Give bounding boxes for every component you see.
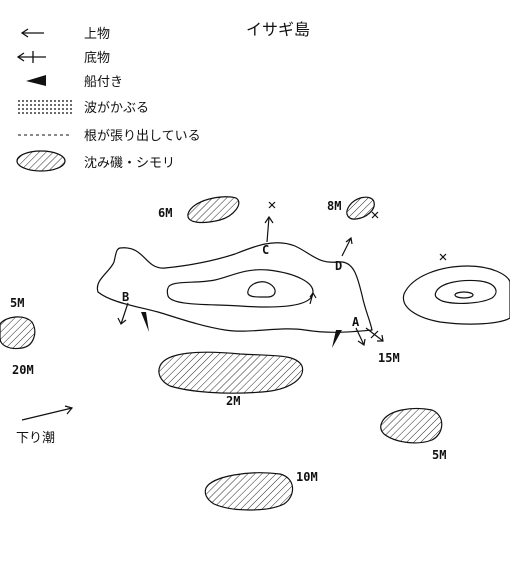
boat-landing-b-icon bbox=[141, 312, 149, 332]
legend-label-funatsuki: 船付き bbox=[84, 75, 123, 90]
crossed-arrow-icon bbox=[16, 51, 46, 63]
current-label: 下り潮 bbox=[16, 431, 55, 446]
depth-8m-label: 8M bbox=[327, 199, 341, 213]
hatched-oval-icon bbox=[16, 150, 66, 172]
point-a-label: A bbox=[352, 315, 360, 329]
x-markers bbox=[268, 201, 447, 261]
bottom-fish-arrow-icon bbox=[365, 327, 384, 342]
point-c-label: C bbox=[262, 243, 269, 257]
legend-label-shimori: 沈み磯・シモリ bbox=[84, 156, 175, 171]
east-reef-outline bbox=[402, 265, 510, 325]
point-b-label: B bbox=[122, 290, 129, 304]
depth-6m-label: 6M bbox=[158, 206, 172, 220]
depth-10m-label: 10M bbox=[296, 470, 318, 484]
depth-15m-label: 15M bbox=[378, 351, 400, 365]
map-title: イサギ島 bbox=[246, 20, 310, 39]
main-island-outline bbox=[96, 242, 373, 333]
left-arrow-icon bbox=[20, 28, 44, 38]
center-rock-outline bbox=[247, 281, 276, 298]
rock-5m-right bbox=[380, 407, 443, 444]
point-d-label: D bbox=[335, 259, 342, 273]
east-reef-core bbox=[454, 291, 474, 299]
legend-label-uwamono: 上物 bbox=[84, 27, 110, 42]
dotted-lines-icon bbox=[18, 100, 72, 114]
rock-6m bbox=[187, 196, 240, 224]
wedge-icon bbox=[26, 75, 46, 86]
legend: 上物 底物 船付き 波がかぶる 根が張り出している 沈み磯・シモリ bbox=[16, 27, 201, 172]
rock-5m-left bbox=[0, 316, 36, 350]
depth-5m-right-label: 5M bbox=[432, 448, 446, 462]
depth-5m-left-label: 5M bbox=[10, 296, 24, 310]
legend-label-sokomono: 底物 bbox=[84, 50, 110, 66]
cast-arrows bbox=[117, 215, 366, 347]
depth-20m-label: 20M bbox=[12, 363, 34, 377]
rock-2m bbox=[158, 351, 304, 394]
rock-8m bbox=[346, 196, 375, 220]
rock-10m bbox=[204, 472, 294, 511]
boat-landing-a-icon bbox=[332, 330, 342, 348]
depth-2m-label: 2M bbox=[226, 394, 240, 408]
east-reef-inner-outline bbox=[434, 279, 497, 304]
inner-reef-outline bbox=[166, 269, 314, 308]
legend-label-nami: 波がかぶる bbox=[84, 101, 149, 116]
current-arrow-icon bbox=[21, 405, 74, 421]
legend-label-ne: 根が張り出している bbox=[84, 129, 201, 144]
